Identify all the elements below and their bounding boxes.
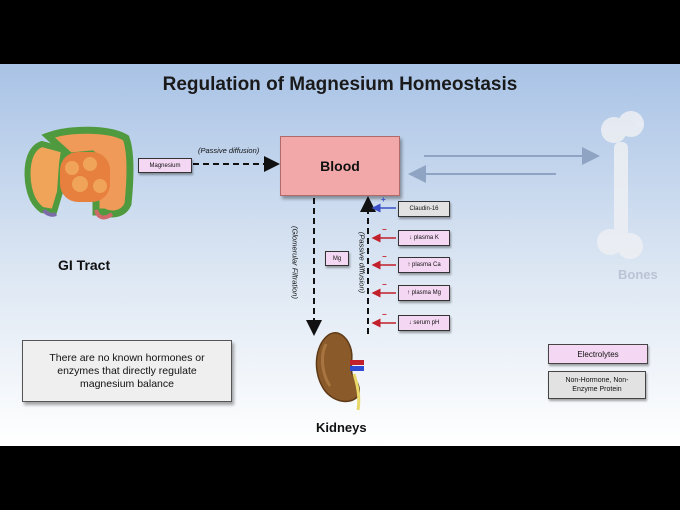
regulator-plasma-ca: ↑ plasma Ca xyxy=(398,257,450,273)
passive-diffusion-side-label: (Passive diffusion) xyxy=(357,231,367,294)
minus-sign: − xyxy=(382,252,387,261)
note-box: There are no known hormones or enzymes t… xyxy=(22,340,232,402)
regulator-plasma-mg: ↑ plasma Mg xyxy=(398,285,450,301)
minus-sign: − xyxy=(382,310,387,319)
passive-diffusion-top-label: (Passive diffusion) xyxy=(198,146,260,155)
diagram-graphics xyxy=(24,111,644,411)
plus-sign: + xyxy=(381,195,386,204)
legend-protein: Non-Hormone, Non-Enzyme Protein xyxy=(548,371,646,399)
kidneys-label: Kidneys xyxy=(316,420,367,435)
mg-box: Mg xyxy=(325,251,349,266)
bones-label: Bones xyxy=(618,267,658,282)
slide: Regulation of Magnesium Homeostasis xyxy=(0,64,680,446)
legend-electrolytes: Electrolytes xyxy=(548,344,648,364)
minus-sign: − xyxy=(382,280,387,289)
regulator-plasma-k: ↓ plasma K xyxy=(398,230,450,246)
minus-sign: − xyxy=(382,225,387,234)
magnesium-box: Magnesium xyxy=(138,158,192,173)
page-title: Regulation of Magnesium Homeostasis xyxy=(162,74,518,95)
kidney-illustration xyxy=(315,332,364,411)
regulator-claudin-16: Claudin-16 xyxy=(398,201,450,217)
bone-illustration xyxy=(597,111,644,259)
gi-tract-label: GI Tract xyxy=(58,257,111,273)
regulator-serum-ph: ↓ serum pH xyxy=(398,315,450,331)
glomerular-filtration-label: (Glomerular Filtration) xyxy=(290,226,300,299)
blood-box: Blood xyxy=(280,136,400,196)
gi-tract-illustration xyxy=(24,126,134,220)
